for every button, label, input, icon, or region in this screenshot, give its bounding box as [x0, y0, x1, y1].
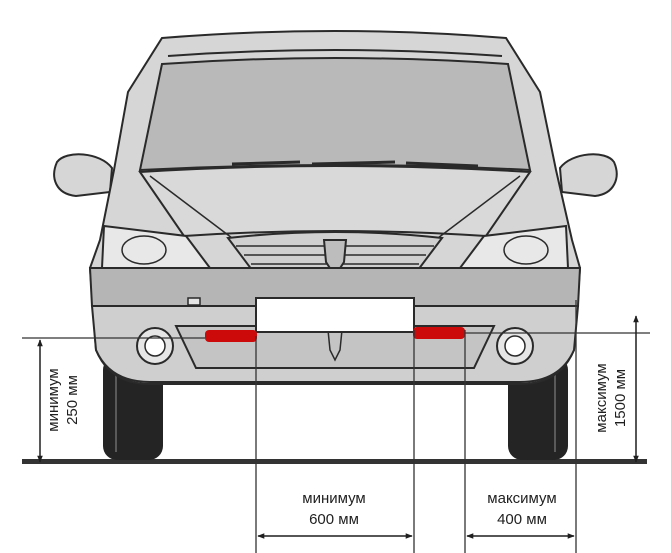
edge-max-label-line1: максимум: [487, 490, 556, 507]
hood-crease-right: [437, 175, 521, 239]
fog-lamps: [136, 327, 534, 365]
dimension-arrows: [37, 315, 639, 539]
height-max-label-line2: 1500 мм: [612, 369, 629, 427]
tow-hook-cover: [187, 297, 201, 306]
left-fog-lamp-inner: [144, 335, 166, 357]
right-mirror: [558, 153, 618, 198]
windshield: [138, 57, 532, 172]
height-max-label-line1: максимум: [593, 363, 610, 432]
height-min-label-line2: 250 мм: [64, 375, 81, 425]
hood-crease-left: [149, 175, 233, 239]
left-headlight-lens: [121, 235, 167, 265]
license-plate: [255, 297, 415, 333]
left-mirror: [53, 153, 114, 198]
hood: [138, 165, 532, 238]
spacing-min-label-line1: минимум: [302, 490, 365, 507]
left-lamp-marker: [205, 330, 257, 342]
reference-lines: [22, 300, 650, 553]
dimension-labels: минимум 250 мм максимум 1500 мм минимум …: [45, 363, 629, 528]
ground-line: [22, 459, 647, 464]
right-headlight-lens: [503, 235, 549, 265]
spacing-min-label-line2: 600 мм: [309, 511, 359, 528]
right-lamp-marker: [413, 327, 465, 339]
right-fog-lamp-inner: [504, 335, 526, 357]
side-mirrors: [53, 153, 618, 198]
wipers: [231, 160, 479, 168]
height-min-label-line1: минимум: [45, 368, 62, 431]
roof-line: [167, 49, 503, 57]
edge-max-label-line2: 400 мм: [497, 511, 547, 528]
